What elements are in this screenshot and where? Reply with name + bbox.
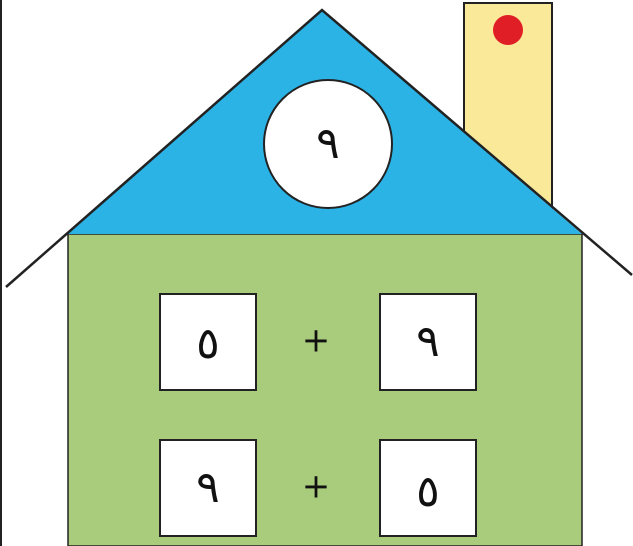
equation-left-number: ٩ xyxy=(196,462,220,513)
equation-left-number: ٥ xyxy=(196,318,220,369)
plus-sign: + xyxy=(302,467,331,507)
equation-right-number: ٩ xyxy=(416,316,440,367)
roof-number: ٩ xyxy=(316,118,340,169)
equation-right-number: ٥ xyxy=(416,466,440,517)
plus-sign: + xyxy=(302,321,331,361)
chimney-dot xyxy=(493,15,523,45)
